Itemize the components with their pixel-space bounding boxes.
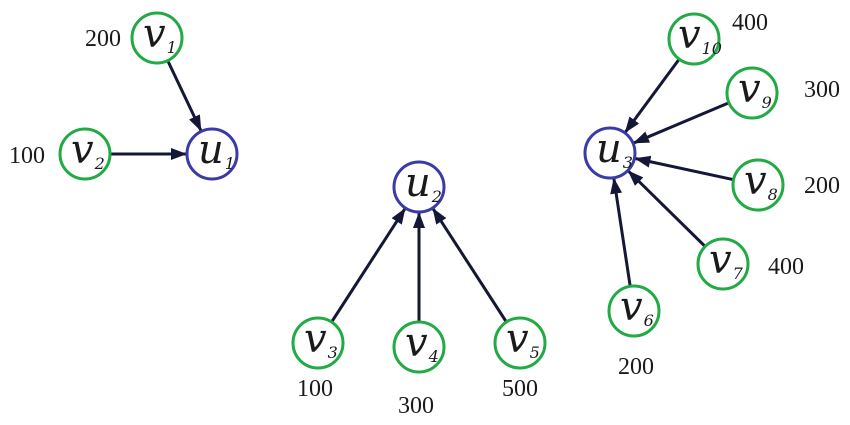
edge-v1-to-u1 [166,59,203,132]
node-label-v10: v10 [678,12,722,58]
node-subscript: 1 [167,38,177,57]
node-subscript: 7 [733,264,744,283]
node-circle-v7 [696,237,750,291]
edge-v10-to-u3 [624,58,681,133]
node-letter: v [744,158,767,204]
node-v8: v8 [731,158,785,212]
edge-v3-to-u2 [330,207,407,323]
node-circle-v3 [291,316,345,370]
node-letter: u [198,127,224,173]
node-label-u3: u3 [596,126,633,172]
node-subscript: 4 [428,347,439,366]
node-letter: u [596,126,622,172]
node-letter: v [143,11,166,57]
node-u2: u2 [392,160,446,214]
weight-label-v1: 200 [85,26,121,52]
node-v1: v1 [130,11,184,65]
node-u1: u1 [185,127,239,181]
weight-label-v4: 300 [398,393,434,419]
node-letter: v [709,237,732,283]
node-circle-v6 [607,284,661,338]
node-label-v6: v6 [620,284,654,330]
weight-label-v5: 500 [502,376,538,402]
node-v7: v7 [696,237,750,291]
node-subscript: 2 [94,154,105,173]
node-label-v1: v1 [143,11,177,57]
weight-label-v7: 400 [768,254,804,280]
node-label-v8: v8 [744,158,778,204]
node-label-v3: v3 [304,316,338,362]
weights-layer: 200 100 100 300 500 200 400 200 300 400 [9,10,840,419]
node-letter: v [405,320,428,366]
node-letter: v [738,66,761,112]
edge-v5-to-u2 [431,207,508,323]
edge-v7-to-u3 [627,170,707,248]
node-v2: v2 [58,127,112,181]
node-v4: v4 [392,320,446,374]
node-letter: v [678,12,701,58]
node-subscript: 8 [768,185,778,204]
node-letter: v [506,316,529,362]
node-letter: v [620,284,643,330]
node-v5: v5 [493,316,547,370]
node-v3: v3 [291,316,345,370]
node-subscript: 9 [762,93,772,112]
node-subscript: 1 [225,154,235,173]
node-circle-v8 [731,158,785,212]
node-subscript: 2 [431,187,442,206]
edge-v9-to-u3 [632,101,730,145]
node-circle-v10 [667,12,721,66]
node-subscript: 6 [644,311,654,330]
node-subscript: 3 [328,343,338,362]
node-label-v4: v4 [405,320,439,366]
weight-label-v3: 100 [297,376,333,402]
node-circle-v5 [493,316,547,370]
node-v6: v6 [607,284,661,338]
node-label-v9: v9 [738,66,772,112]
node-circle-u3 [583,126,637,180]
node-letter: v [71,127,94,173]
weight-label-v2: 100 [9,143,45,169]
edge-v8-to-u3 [634,155,734,182]
node-label-u2: u2 [405,160,442,206]
node-circle-v2 [58,127,112,181]
node-label-v2: v2 [71,127,105,173]
node-circle-v4 [392,320,446,374]
node-circle-u1 [185,127,239,181]
node-subscript: 5 [530,343,540,362]
node-letter: v [304,316,327,362]
node-circle-v1 [130,11,184,65]
edges-layer [110,58,734,323]
node-v10: v10 [667,12,722,66]
weight-label-v6: 200 [618,354,654,380]
edge-v6-to-u3 [610,177,632,287]
weight-label-v9: 300 [804,77,840,103]
node-circle-v9 [725,66,779,120]
node-subscript: 10 [702,39,722,58]
node-v9: v9 [725,66,779,120]
node-label-v5: v5 [506,316,540,362]
node-circle-u2 [392,160,446,214]
node-letter: u [405,160,431,206]
weight-label-v8: 200 [804,173,840,199]
node-label-v7: v7 [709,237,744,283]
weight-label-v10: 400 [732,10,768,36]
node-u3: u3 [583,126,637,180]
node-label-u1: u1 [198,127,235,173]
node-subscript: 3 [623,153,633,172]
